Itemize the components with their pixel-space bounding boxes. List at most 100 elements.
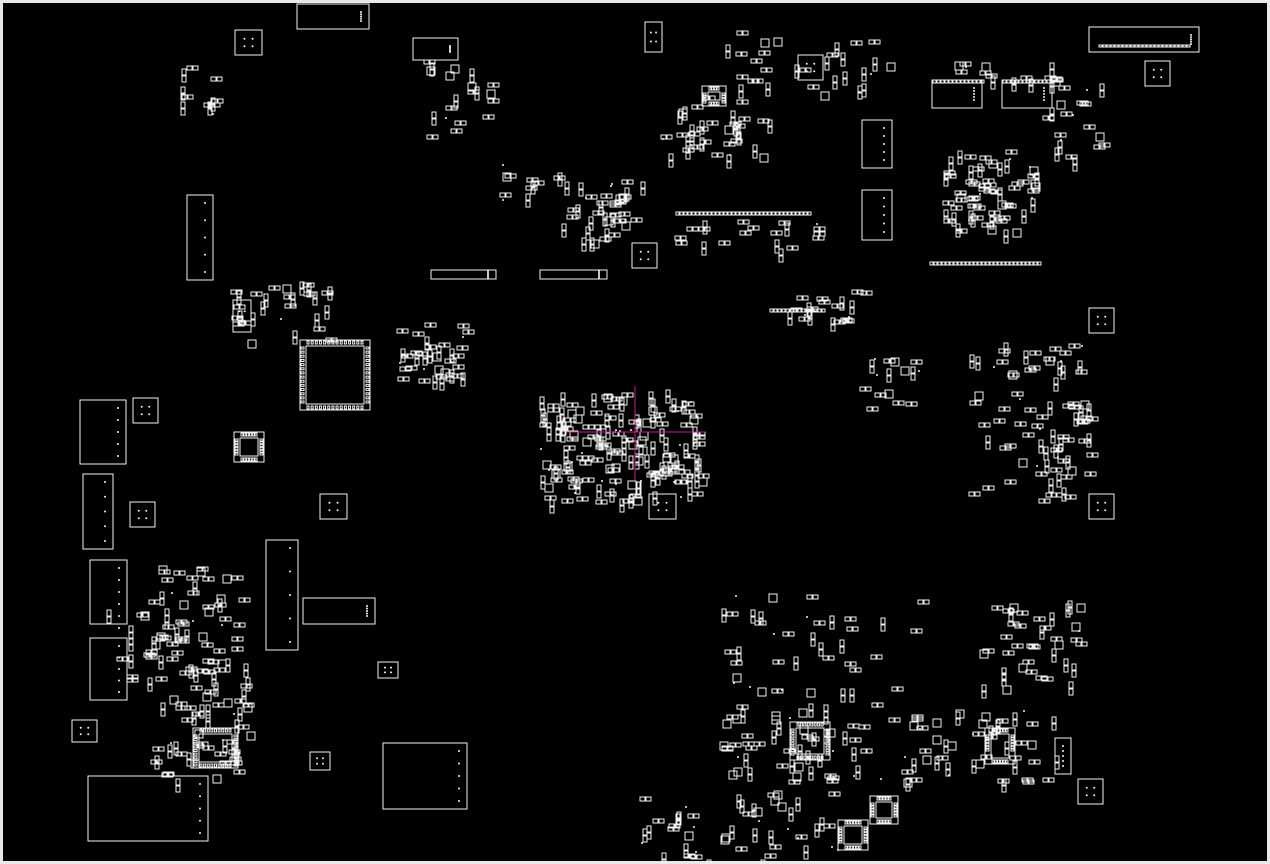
smd-pad	[944, 210, 948, 216]
smd-pad	[878, 703, 883, 707]
ic-pin	[207, 764, 209, 767]
smd-pad	[692, 105, 697, 109]
smd-pad	[417, 351, 422, 355]
smd-pad	[972, 767, 976, 773]
smd-pad	[809, 711, 813, 717]
smd-pad	[610, 203, 615, 207]
smd-pad	[1009, 371, 1017, 379]
smd-pad	[583, 438, 591, 446]
smd-pad	[1005, 160, 1009, 166]
smd-pad	[607, 194, 612, 198]
smd-pad	[1082, 642, 1087, 646]
smd-pad	[204, 103, 209, 107]
smd-pad	[610, 479, 615, 483]
pin-dot	[647, 258, 650, 261]
smd-pad	[152, 650, 157, 654]
ic-pin	[194, 753, 197, 755]
smd-pad	[969, 492, 974, 496]
smd-pad	[789, 632, 794, 636]
ic-pin	[998, 760, 1000, 763]
smd-pad	[241, 699, 246, 703]
smd-pad	[793, 246, 798, 250]
via	[789, 717, 791, 719]
smd-pad	[1045, 499, 1050, 503]
smd-pad	[800, 68, 805, 72]
smd-pad	[401, 349, 405, 355]
pad-row	[1127, 45, 1130, 47]
smd-pad	[788, 312, 792, 318]
pad-row	[700, 212, 703, 215]
via	[965, 65, 967, 67]
smd-pad	[157, 635, 162, 639]
ic-pin	[791, 729, 794, 731]
pin-dot	[118, 645, 120, 647]
smd-pad	[695, 132, 700, 136]
pin-dot	[1062, 750, 1064, 752]
smd-pad	[1022, 741, 1027, 745]
ic-pin	[1003, 760, 1005, 763]
smd-pad	[992, 606, 997, 610]
smd-pad	[643, 829, 647, 835]
smd-pad	[1008, 373, 1013, 377]
smd-pad	[1045, 76, 1050, 80]
smd-pad	[744, 761, 748, 767]
smd-pad	[911, 629, 916, 633]
smd-pad	[541, 483, 545, 489]
pad-row	[950, 262, 953, 265]
smd-pad	[690, 125, 694, 131]
smd-pad	[1012, 150, 1017, 154]
smd-pad	[1046, 493, 1051, 497]
ic-pin	[864, 827, 867, 829]
smd-pad	[1059, 86, 1064, 90]
smd-pad	[1100, 91, 1104, 97]
smd-pad	[562, 470, 567, 474]
pin-dot	[251, 37, 254, 40]
pin-dot	[104, 481, 106, 483]
pad-row	[974, 262, 977, 265]
ic-pin	[307, 341, 309, 344]
smd-pad	[238, 708, 242, 714]
smd-pad	[662, 853, 666, 859]
smd-pad	[185, 637, 189, 643]
ic-pin	[986, 746, 989, 748]
smd-pad	[1039, 440, 1043, 446]
smd-pad	[742, 847, 747, 851]
smd-pad	[234, 623, 239, 627]
smd-pad	[997, 190, 1002, 194]
via	[806, 616, 808, 618]
smd-pad	[746, 746, 751, 750]
via	[1023, 710, 1025, 712]
ic-pin	[366, 355, 369, 357]
smd-pad	[1058, 369, 1062, 375]
ic-pin	[1011, 738, 1014, 740]
smd-pad	[1055, 756, 1059, 762]
smd-pad	[628, 481, 636, 489]
smd-pad	[568, 470, 573, 474]
smd-pad	[1050, 115, 1054, 121]
smd-pad	[220, 649, 225, 653]
smd-pad	[743, 742, 748, 746]
smd-pad	[580, 461, 585, 465]
smd-pad	[159, 570, 164, 574]
smd-pad	[829, 792, 834, 796]
smd-pad	[1036, 472, 1041, 476]
smd-pad	[197, 686, 202, 690]
smd-pad	[577, 456, 582, 460]
smd-pad	[1078, 361, 1082, 367]
smd-pad	[651, 449, 655, 455]
smd-pad	[814, 85, 819, 89]
smd-pad	[635, 463, 639, 469]
pin-dot	[137, 509, 140, 512]
smd-pad	[664, 453, 669, 457]
smd-pad	[809, 774, 813, 780]
smd-pad	[808, 85, 813, 89]
pad-row	[782, 309, 785, 312]
smd-pad	[511, 174, 516, 178]
pin-dot	[1190, 36, 1192, 39]
smd-pad	[543, 413, 547, 419]
smd-pad	[807, 303, 811, 309]
pad-row	[1015, 80, 1018, 83]
smd-pad	[725, 650, 730, 654]
smd-pad	[531, 181, 535, 187]
